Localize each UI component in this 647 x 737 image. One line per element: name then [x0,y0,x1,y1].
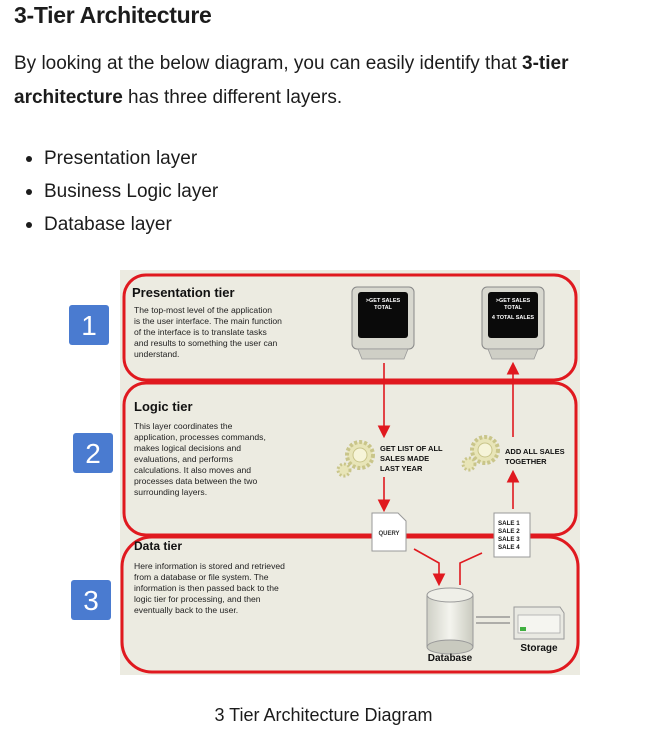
presentation-tier-outline [122,273,578,382]
intro-paragraph: By looking at the below diagram, you can… [14,47,634,115]
page-heading: 3-Tier Architecture [14,2,212,28]
tier-description-line: application, processes commands, [134,432,266,442]
tier-number: 1 [81,310,97,341]
monitor-icon-left: >GET SALES TOTAL [351,286,415,360]
tier-description-line: understand. [134,349,179,359]
tier-description-line: from a database or file system. The [134,572,269,582]
layer-list: Presentation layer Business Logic layer … [22,142,218,241]
data-tier-outline [120,535,580,674]
layer-list-item: Business Logic layer [22,175,218,208]
tier-description-line: surrounding layers. [134,487,207,497]
query-label: QUERY [378,531,399,537]
intro-text-before: By looking at the below diagram, you can… [14,53,523,74]
tier-description-line: evaluations, and performs [134,454,233,464]
screen-text: TOTAL [374,305,392,311]
tier-badge-2: 2 [73,433,113,473]
screen-text: 4 TOTAL SALES [492,315,535,321]
logic-step-text: SALES MADE [380,454,429,463]
tier-number: 3 [83,585,99,616]
tier-description-line: calculations. It also moves and [134,465,251,475]
screen-text: >GET SALES [496,298,531,304]
monitor-icon-right: >GET SALES TOTAL 4 TOTAL SALES [481,286,545,360]
screen-text: TOTAL [504,305,522,311]
sales-list-document: SALE 1 SALE 2 SALE 3 SALE 4 [493,512,531,558]
sales-item: SALE 3 [498,536,520,543]
tier-badge-3: 3 [71,580,111,620]
tier-description-line: Here information is stored and retrieved [134,561,285,571]
logic-tier-outline [122,381,578,537]
logic-tier-title: Logic tier [134,399,193,414]
flow-arrows [377,361,520,587]
tier-description-line: makes logical decisions and [134,443,241,453]
data-tier-title: Data tier [134,539,182,553]
tier-description-line: logic tier for processing, and then [134,594,261,604]
tier-description-line: and results to something the user can [134,338,278,348]
diagram-svg: 1 2 3 Presentation tier The top-most lev… [69,270,580,675]
layer-list-item: Presentation layer [22,142,218,175]
tier-description-line: is the user interface. The main function [134,316,282,326]
presentation-tier-title: Presentation tier [132,285,235,300]
intro-bold-term: 3-tier architecture [14,53,569,108]
layer-list-item: Database layer [22,208,218,241]
sales-item: SALE 2 [498,528,520,535]
logic-step-text: ADD ALL SALES [505,447,565,456]
tier-description-line: The top-most level of the application [134,305,272,315]
storage-icon [513,606,565,640]
tier-description-line: of the interface is to translate tasks [134,327,267,337]
query-document-icon: QUERY [371,512,407,552]
storage-label: Storage [520,643,558,654]
tier-badge-1: 1 [69,305,109,345]
sales-item: SALE 1 [498,520,520,527]
tier-description-line: This layer coordinates the [134,421,233,431]
database-label: Database [428,653,473,664]
logic-step-text: TOGETHER [505,457,547,466]
figure-caption: 3 Tier Architecture Diagram [214,705,433,725]
screen-text: >GET SALES [366,298,401,304]
intro-text-after: has three different layers. [122,87,343,108]
tier-number: 2 [85,438,101,469]
tier-description-line: eventually back to the user. [134,605,238,615]
sales-item: SALE 4 [498,544,520,551]
logic-step-text: LAST YEAR [380,464,423,473]
gear-icon-right [461,435,500,472]
architecture-diagram: 1 2 3 Presentation tier The top-most lev… [64,265,584,680]
gear-icon-left [336,440,375,478]
database-icon [426,587,474,655]
tier-description-line: information is then passed back to the [134,583,279,593]
logic-step-text: GET LIST OF ALL [380,444,443,453]
tier-description-line: processes data between the two [134,476,257,486]
